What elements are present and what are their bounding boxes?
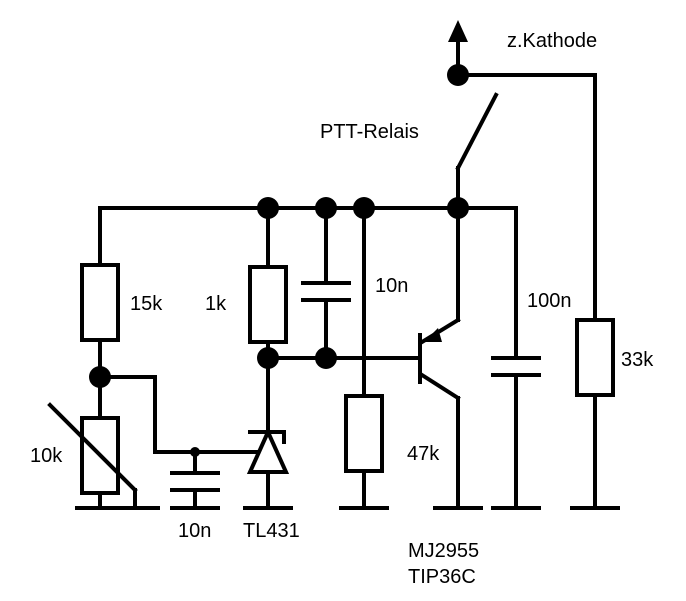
tl431-regulator xyxy=(243,427,293,510)
ptt-relay-contact xyxy=(455,92,499,210)
resistor-15k-branch xyxy=(80,206,270,454)
junction-1k xyxy=(257,347,279,369)
resistor-15k xyxy=(80,263,120,342)
resistor-33k xyxy=(575,318,615,397)
label-relay: PTT-Relais xyxy=(320,121,419,143)
label-100n: 100n xyxy=(527,290,572,312)
cathode-output xyxy=(447,20,597,322)
label-47k: 47k xyxy=(407,443,440,465)
resistor-1k-branch xyxy=(248,197,422,434)
label-tip36c: TIP36C xyxy=(408,566,476,588)
label-10k: 10k xyxy=(30,445,63,467)
output-arrow xyxy=(448,20,468,42)
label-1k: 1k xyxy=(205,293,227,315)
junction-10n-base xyxy=(315,347,337,369)
label-10n-top: 10n xyxy=(375,275,408,297)
pnp-transistor xyxy=(418,197,483,510)
potentiometer-10k xyxy=(47,402,160,510)
label-mj2955: MJ2955 xyxy=(408,540,479,562)
resistor-33k-branch xyxy=(570,318,620,510)
label-10n-bottom: 10n xyxy=(178,520,211,542)
capacitor-10n-top xyxy=(301,197,351,369)
resistor-47k-branch xyxy=(339,197,389,510)
junction-15k xyxy=(89,366,111,388)
capacitor-10n-bottom xyxy=(170,447,220,510)
resistor-47k xyxy=(344,394,384,473)
label-33k: 33k xyxy=(621,349,654,371)
label-cathode: z.Kathode xyxy=(507,30,597,52)
capacitor-100n xyxy=(491,206,541,510)
label-15k: 15k xyxy=(130,293,163,315)
resistor-1k xyxy=(248,265,288,344)
label-tl431: TL431 xyxy=(243,520,300,542)
junction-cathode xyxy=(447,64,469,86)
